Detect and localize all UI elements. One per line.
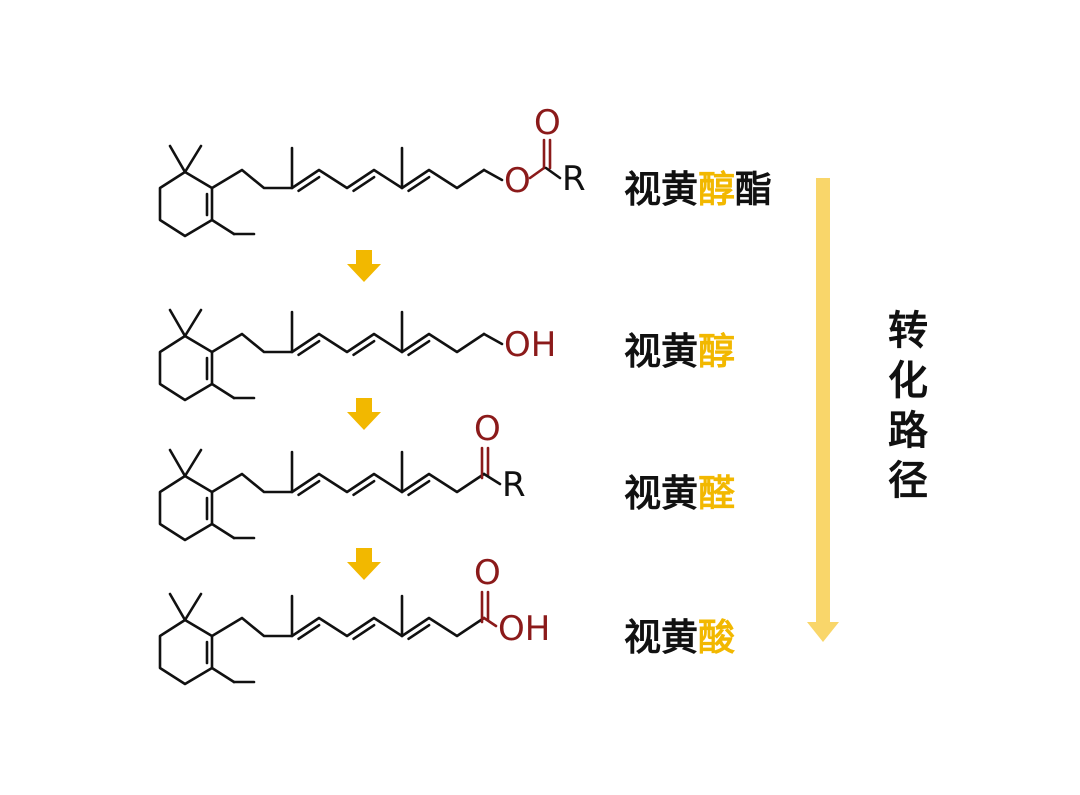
- label-highlight: 醇: [698, 330, 735, 373]
- ester-bond: [482, 168, 504, 182]
- chain-double-bond: [297, 339, 321, 357]
- oxygen-atom: O: [534, 103, 561, 143]
- methyl-bond: [168, 448, 187, 478]
- label-suffix: 酯: [735, 168, 772, 211]
- r-group: R: [562, 159, 586, 199]
- methyl-bond: [183, 448, 203, 478]
- ring-methyl-bond: [210, 666, 236, 684]
- molecule-aldehyde: OR: [158, 409, 526, 542]
- compound-label: 视黄醛: [624, 472, 735, 515]
- chain-double-bond: [352, 623, 376, 641]
- chain-double-bond: [297, 479, 321, 497]
- hydroxyl-bond: [482, 616, 498, 628]
- compound-label: 视黄醇酯: [624, 168, 772, 211]
- methyl-bond: [183, 144, 203, 174]
- pathway-label-char: 化: [888, 358, 928, 404]
- chain-double-bond: [407, 339, 431, 357]
- cyclohexene-ring: [158, 474, 214, 542]
- methyl-bond: [168, 592, 187, 622]
- ring-methyl-bond: [210, 218, 236, 236]
- ring-methyl-bond: [210, 382, 236, 400]
- compound-label: 视黄酸: [624, 616, 736, 659]
- label-prefix: 视黄: [624, 168, 698, 211]
- molecule-alcohol: OH: [158, 308, 556, 402]
- pathway-label-char: 路: [888, 408, 929, 454]
- chain-double-bond: [297, 623, 321, 641]
- chain-double-bond: [352, 479, 376, 497]
- hydroxyl-group: OH: [498, 609, 550, 649]
- methyl-bond: [183, 308, 203, 338]
- polyene-chain: [210, 168, 486, 190]
- down-arrow-icon: [347, 250, 381, 282]
- chain-double-bond: [407, 175, 431, 193]
- polyene-chain: [210, 616, 486, 638]
- chain-double-bond: [407, 623, 431, 641]
- label-highlight: 醛: [698, 472, 735, 515]
- methyl-bond: [168, 144, 187, 174]
- label-highlight: 醇: [698, 168, 735, 211]
- oxygen-atom: O: [474, 409, 501, 449]
- compound-label: 视黄醇: [624, 330, 735, 373]
- methyl-bond: [183, 592, 203, 622]
- cyclohexene-ring: [158, 334, 214, 402]
- label-prefix: 视黄: [624, 616, 698, 659]
- oxygen-atom: O: [504, 161, 531, 201]
- chain-double-bond: [352, 339, 376, 357]
- molecule-acid: O OH: [158, 553, 550, 686]
- hydroxyl-bond: [482, 332, 504, 346]
- polyene-chain: [210, 332, 486, 354]
- label-prefix: 视黄: [624, 472, 698, 515]
- carbonyl-bond: [528, 166, 546, 180]
- r-bond: [482, 472, 502, 486]
- cyclohexene-ring: [158, 170, 214, 238]
- polyene-chain: [210, 472, 486, 494]
- chain-double-bond: [297, 175, 321, 193]
- pathway-bar: [816, 178, 830, 624]
- molecule-ester: OOR: [158, 103, 586, 238]
- ring-methyl-bond: [210, 522, 236, 540]
- down-arrow-icon: [807, 622, 839, 642]
- pathway-label-char: 转: [888, 308, 928, 354]
- step-arrows: [347, 250, 381, 580]
- methyl-bond: [168, 308, 187, 338]
- oxygen-atom: O: [474, 553, 501, 593]
- chain-double-bond: [407, 479, 431, 497]
- cyclohexene-ring: [158, 618, 214, 686]
- pathway-label-char: 径: [888, 458, 928, 504]
- label-prefix: 视黄: [624, 330, 698, 373]
- hydroxyl-group: OH: [504, 325, 556, 365]
- label-highlight: 酸: [698, 616, 736, 659]
- r-bond: [544, 166, 562, 180]
- down-arrow-icon: [347, 548, 381, 580]
- r-group: R: [502, 465, 526, 505]
- down-arrow-icon: [347, 398, 381, 430]
- chain-double-bond: [352, 175, 376, 193]
